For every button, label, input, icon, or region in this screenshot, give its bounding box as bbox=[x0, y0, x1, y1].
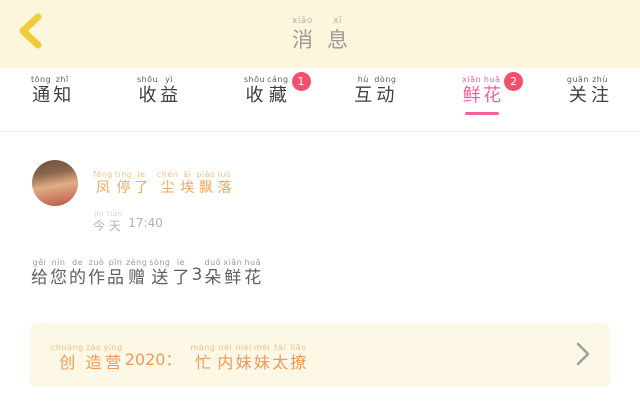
chevron-right-icon bbox=[576, 342, 590, 365]
back-icon bbox=[19, 13, 42, 49]
active-tab-underline bbox=[464, 111, 499, 115]
tab-badge: 2 bbox=[504, 72, 524, 91]
avatar[interactable] bbox=[32, 160, 78, 206]
back-button[interactable] bbox=[12, 8, 48, 57]
tab-badge: 1 bbox=[291, 72, 311, 91]
